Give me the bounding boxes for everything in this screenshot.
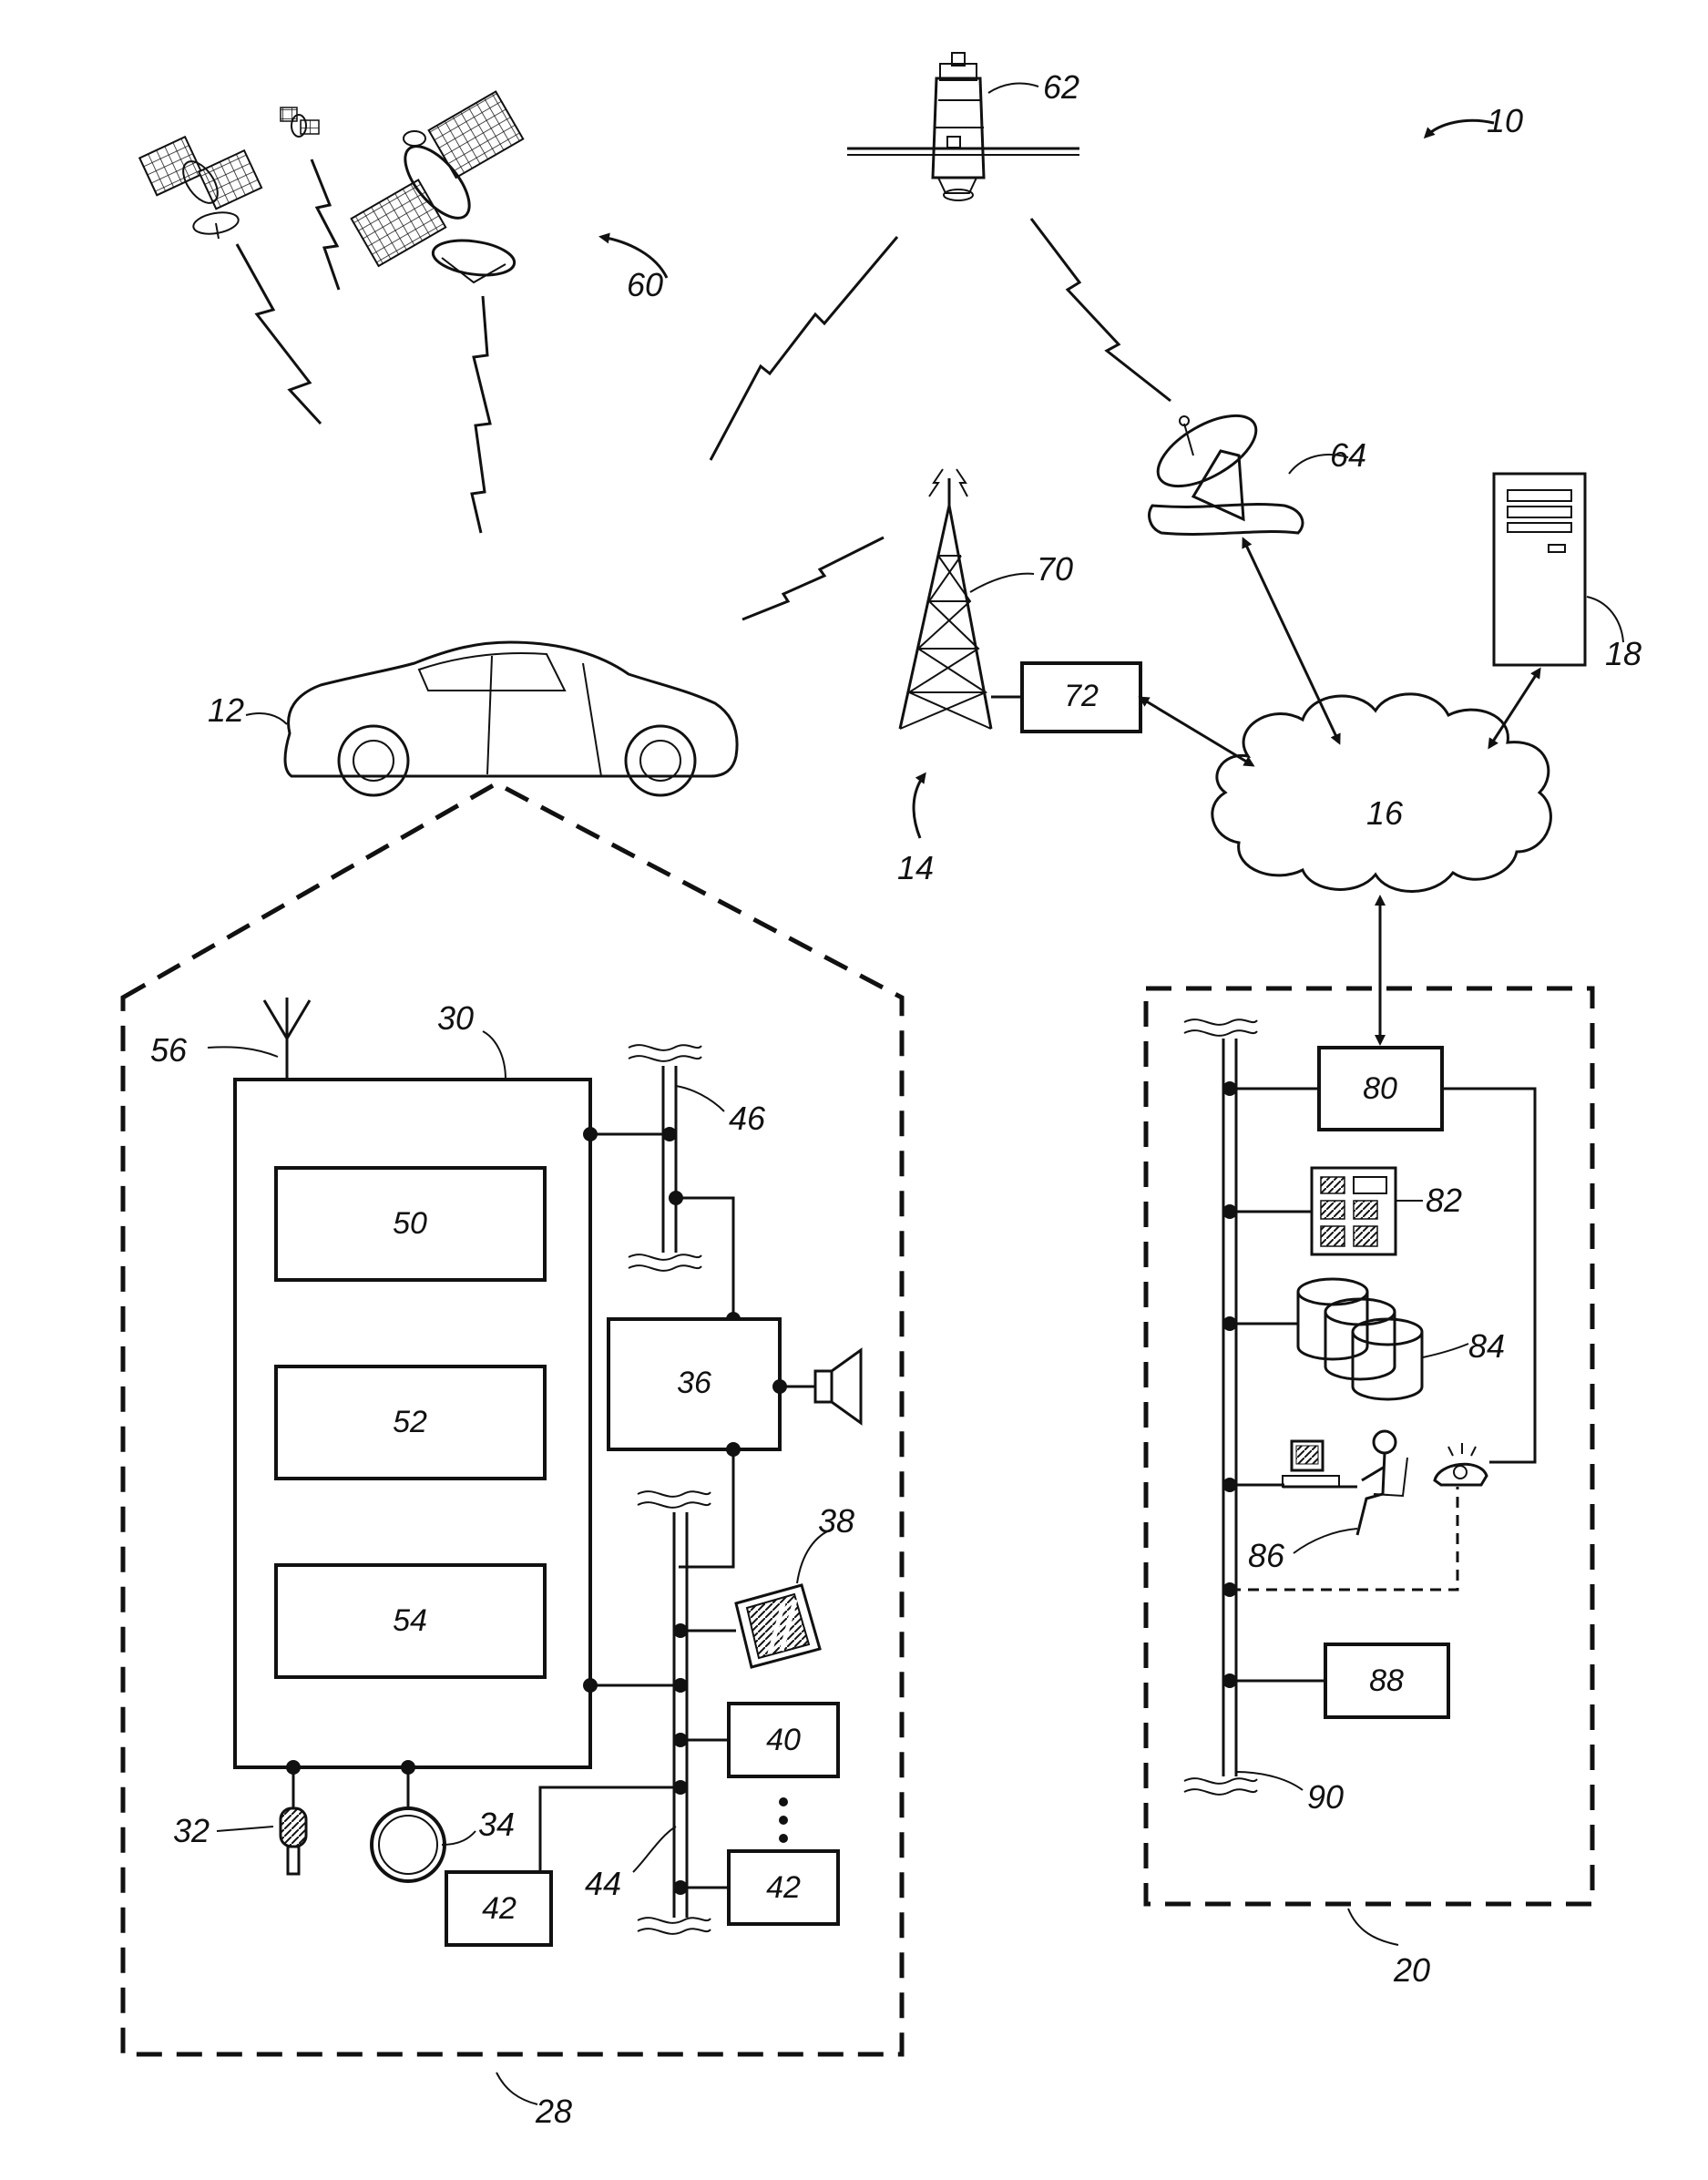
label-38: 38 xyxy=(818,1502,854,1540)
label-56: 56 xyxy=(150,1031,188,1069)
cell-tower xyxy=(900,469,991,729)
pointer-20 xyxy=(1348,1909,1398,1945)
lan-90 xyxy=(1184,1019,1257,1795)
label-50: 50 xyxy=(393,1206,427,1241)
label-30: 30 xyxy=(437,999,474,1037)
label-20: 20 xyxy=(1393,1951,1430,1989)
label-46: 46 xyxy=(729,1100,766,1137)
pointer-34 xyxy=(442,1831,476,1845)
advisor-workstation-icon xyxy=(1283,1431,1407,1535)
telephone-icon xyxy=(1435,1443,1487,1485)
server-tower-icon xyxy=(1494,474,1585,665)
pointer-90 xyxy=(1236,1772,1303,1790)
label-82: 82 xyxy=(1426,1182,1462,1219)
label-54: 54 xyxy=(393,1603,427,1638)
pointer-70 xyxy=(970,574,1034,592)
label-42-right: 42 xyxy=(766,1870,801,1905)
antenna-56 xyxy=(264,998,310,1080)
bus-44 xyxy=(638,1491,711,1934)
gnss-satellite-large xyxy=(352,92,524,282)
label-32: 32 xyxy=(173,1812,210,1849)
lightning-signal-icon xyxy=(472,296,490,533)
database-84 xyxy=(1298,1279,1422,1399)
label-88: 88 xyxy=(1369,1663,1404,1698)
label-62: 62 xyxy=(1043,68,1079,106)
pointer-44 xyxy=(633,1827,676,1872)
label-14: 14 xyxy=(897,849,934,886)
microphone-32 xyxy=(281,1808,306,1874)
telephone xyxy=(1435,1443,1487,1485)
label-84: 84 xyxy=(1468,1327,1505,1365)
server-82 xyxy=(1312,1168,1396,1254)
speaker-icon xyxy=(815,1350,861,1423)
land-network-cloud xyxy=(1212,694,1551,892)
lightning-signal-icon xyxy=(711,237,897,460)
vehicle-12 xyxy=(285,642,737,795)
lightning-signal-icon xyxy=(312,159,339,290)
server-tower-icon xyxy=(1312,1168,1396,1254)
button-34 xyxy=(372,1808,445,1881)
pointer-86 xyxy=(1294,1529,1357,1553)
car-icon xyxy=(285,642,737,795)
pointer-10 xyxy=(1426,120,1494,137)
label-16: 16 xyxy=(1366,794,1404,832)
label-36: 36 xyxy=(677,1366,711,1400)
label-64: 64 xyxy=(1330,436,1366,474)
pointer-84 xyxy=(1423,1344,1468,1357)
pointer-30 xyxy=(483,1031,506,1080)
cloud-icon xyxy=(1212,694,1551,892)
label-42-left: 42 xyxy=(482,1891,516,1926)
label-60: 60 xyxy=(627,266,663,303)
satellite-icon xyxy=(352,92,524,282)
uplink-station xyxy=(1147,402,1303,535)
pointer-56 xyxy=(208,1047,278,1057)
bus-46 xyxy=(629,1045,701,1271)
arrow-64-16 xyxy=(1243,539,1339,742)
arrow-72-16 xyxy=(1140,698,1253,765)
label-10: 10 xyxy=(1487,102,1523,139)
label-18: 18 xyxy=(1605,635,1642,672)
label-12: 12 xyxy=(208,691,244,729)
label-28: 28 xyxy=(535,2093,572,2130)
satellite-icon xyxy=(139,137,261,239)
pointer-12 xyxy=(246,713,287,724)
display-icon xyxy=(736,1585,820,1667)
label-40: 40 xyxy=(766,1723,801,1757)
label-90: 90 xyxy=(1307,1778,1344,1816)
label-44: 44 xyxy=(585,1865,621,1902)
label-52: 52 xyxy=(393,1405,427,1439)
gnss-satellite-small xyxy=(281,107,319,137)
lightning-signal-icon xyxy=(742,537,884,619)
lightning-signal-icon xyxy=(237,244,321,424)
advisor-86 xyxy=(1283,1431,1407,1535)
gnss-satellite-left xyxy=(139,137,261,239)
cell-tower-icon xyxy=(900,469,991,729)
pointer-28 xyxy=(496,2073,537,2104)
microphone-icon xyxy=(281,1808,306,1874)
label-86: 86 xyxy=(1248,1537,1285,1574)
computer-18 xyxy=(1494,474,1585,665)
database-icon xyxy=(1298,1279,1422,1399)
pointer-62 xyxy=(988,83,1038,93)
label-80: 80 xyxy=(1363,1071,1397,1106)
label-34: 34 xyxy=(478,1806,515,1843)
arrow-18-16 xyxy=(1489,670,1539,747)
display-38 xyxy=(736,1585,820,1667)
label-72: 72 xyxy=(1064,679,1099,713)
label-70: 70 xyxy=(1037,550,1073,588)
lightning-signal-icon xyxy=(1031,219,1171,401)
dish-antenna-icon xyxy=(1147,402,1303,535)
pointer-46 xyxy=(676,1086,724,1111)
satellite-icon xyxy=(281,107,319,137)
pointer-14 xyxy=(914,774,925,838)
